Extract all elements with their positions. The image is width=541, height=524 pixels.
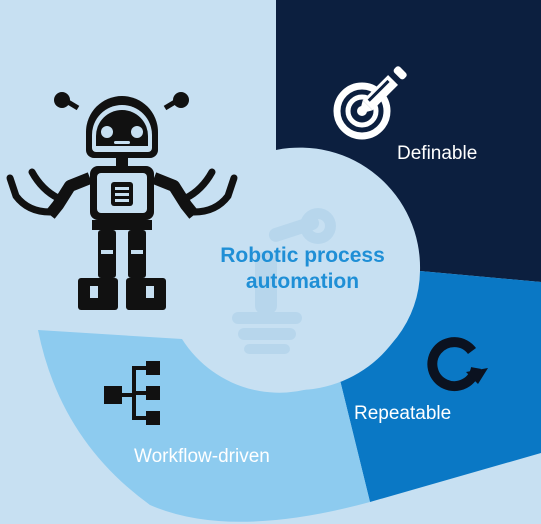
refresh-icon <box>427 337 488 392</box>
robot-icon <box>6 92 238 310</box>
robotic-arm-watermark <box>232 208 336 354</box>
center-title-line1: Robotic process <box>220 244 385 267</box>
segment-workflow <box>38 330 370 522</box>
workflow-tree-icon <box>104 361 160 425</box>
segment-label-workflow: Workflow-driven <box>134 446 270 467</box>
segment-label-definable: Definable <box>397 143 478 164</box>
segment-definable <box>276 0 541 282</box>
center-title: Robotic process automation <box>185 243 420 295</box>
center-title-line2: automation <box>245 270 360 293</box>
center-hub <box>177 150 417 390</box>
target-pencil-icon <box>333 66 407 140</box>
segment-label-repeatable: Repeatable <box>354 403 452 424</box>
